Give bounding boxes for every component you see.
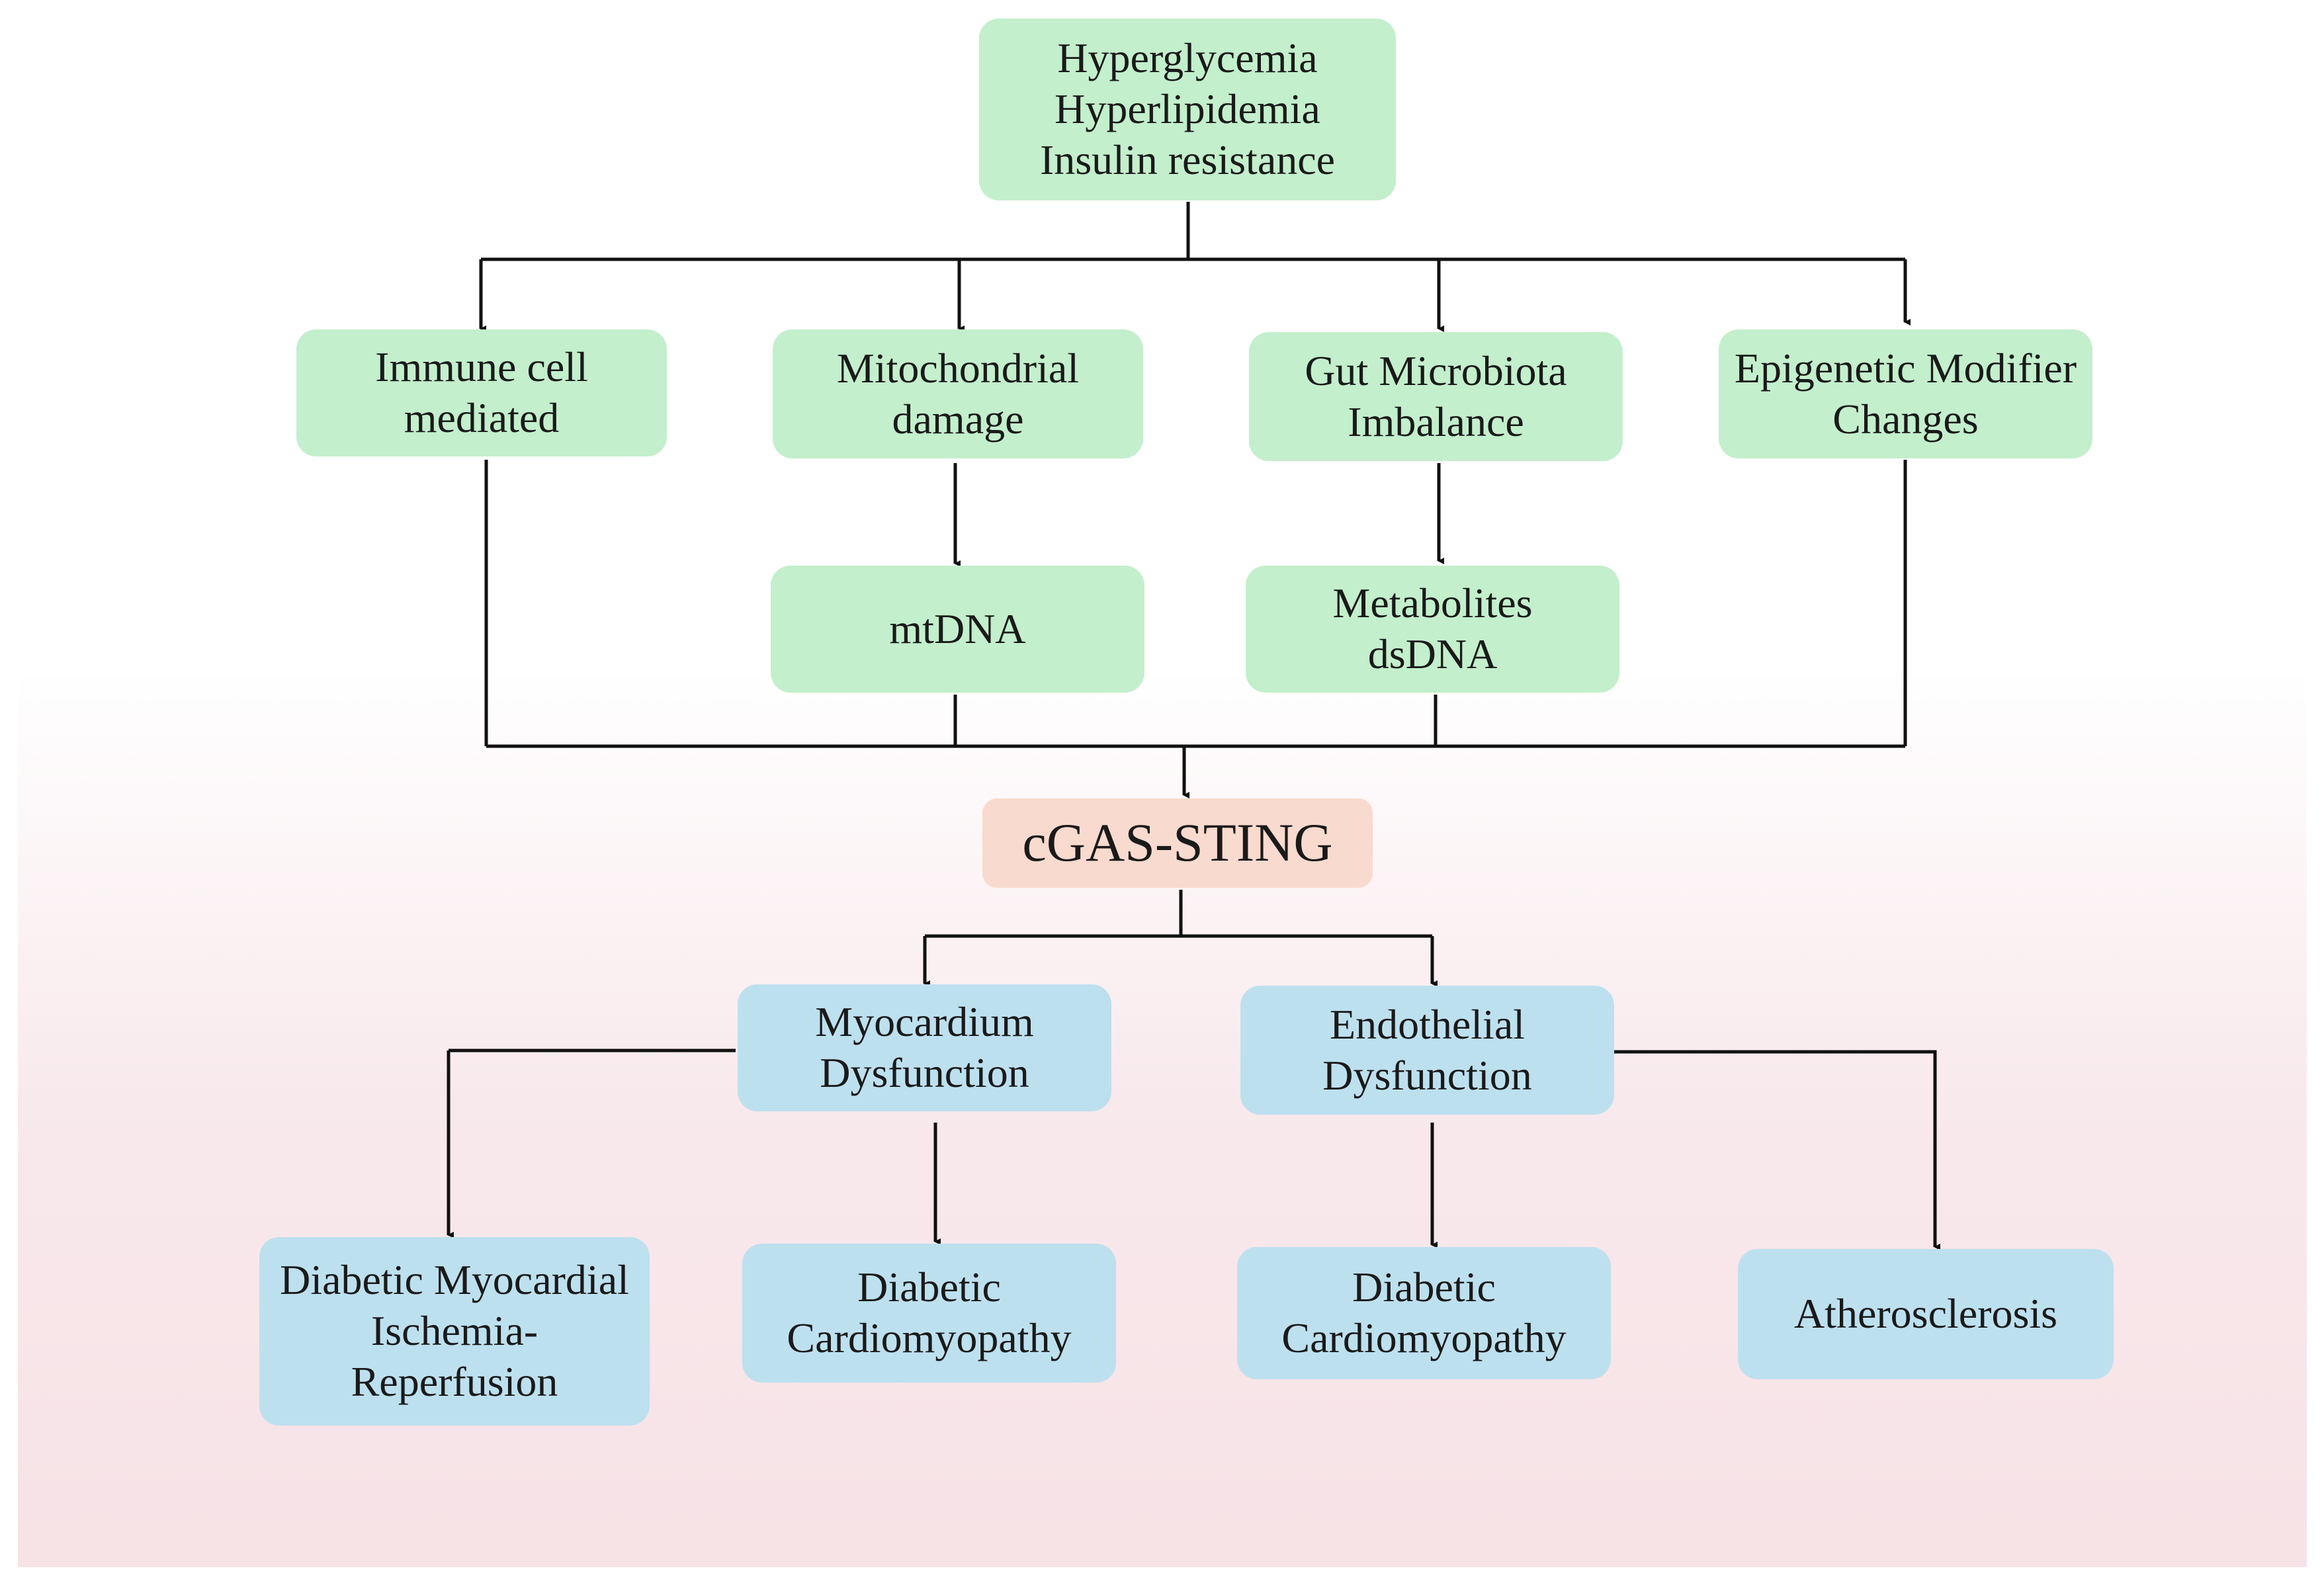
- endo-line-1: Endothelial: [1329, 1000, 1526, 1048]
- immune-line-2: mediated: [404, 394, 560, 441]
- dcm2-line-2: Cardiomyopathy: [1281, 1314, 1567, 1361]
- arrow-endo-to-athero: [1614, 1050, 1940, 1250]
- dmir-line-3: Reperfusion: [351, 1357, 558, 1405]
- mtdna-box: mtDNA: [771, 566, 1144, 693]
- endo-line-2: Dysfunction: [1322, 1051, 1532, 1099]
- root-line-3: Insulin resistance: [1039, 136, 1336, 183]
- dcm1-line-1: Diabetic: [857, 1264, 1001, 1311]
- myo-line-1: Myocardium: [815, 998, 1034, 1046]
- metab-line-1: Metabolites: [1332, 579, 1533, 627]
- diabetic-cardiomyopathy-box-2: Diabetic Cardiomyopathy: [1237, 1247, 1611, 1379]
- diabetic-cardiomyopathy-box-1: Diabetic Cardiomyopathy: [742, 1244, 1116, 1383]
- gut-line-2: Imbalance: [1348, 398, 1524, 445]
- root-risk-factors-box: Hyperglycemia Hyperlipidemia Insulin res…: [979, 19, 1396, 200]
- diabetic-myocardial-ir-box: Diabetic Myocardial Ischemia- Reperfusio…: [259, 1237, 650, 1426]
- myo-line-2: Dysfunction: [820, 1049, 1029, 1096]
- dcm1-line-2: Cardiomyopathy: [787, 1314, 1072, 1361]
- mito-line-2: damage: [892, 395, 1024, 443]
- root-line-2: Hyperlipidemia: [1054, 85, 1320, 133]
- epigenetic-modifier-box: Epigenetic Modifier Changes: [1719, 329, 2092, 458]
- athero-label: Atherosclerosis: [1793, 1290, 2058, 1338]
- metab-line-2: dsDNA: [1367, 630, 1498, 677]
- metabolites-dsdna-box: Metabolites dsDNA: [1246, 566, 1619, 693]
- immune-line-1: Immune cell: [375, 343, 588, 391]
- gut-microbiota-box: Gut Microbiota Imbalance: [1249, 332, 1623, 461]
- epi-line-1: Epigenetic Modifier: [1734, 344, 2077, 392]
- dmir-line-1: Diabetic Myocardial: [280, 1256, 629, 1304]
- mitochondrial-damage-box: Mitochondrial damage: [773, 329, 1143, 458]
- cgas-sting-box: cGAS-STING: [982, 798, 1373, 888]
- root-line-1: Hyperglycemia: [1057, 34, 1318, 82]
- gut-line-1: Gut Microbiota: [1305, 347, 1567, 394]
- myocardium-dysfunction-box: Myocardium Dysfunction: [738, 984, 1111, 1111]
- dcm2-line-1: Diabetic: [1352, 1264, 1496, 1311]
- endothelial-dysfunction-box: Endothelial Dysfunction: [1240, 986, 1614, 1115]
- dmir-line-2: Ischemia-: [370, 1307, 538, 1355]
- atherosclerosis-box: Atherosclerosis: [1738, 1249, 2114, 1379]
- mtdna-line-1: mtDNA: [889, 605, 1026, 652]
- cgas-label: cGAS-STING: [1022, 812, 1333, 873]
- mito-line-1: Mitochondrial: [836, 344, 1080, 392]
- immune-cell-box: Immune cell mediated: [296, 329, 667, 456]
- epi-line-2: Changes: [1832, 395, 1979, 443]
